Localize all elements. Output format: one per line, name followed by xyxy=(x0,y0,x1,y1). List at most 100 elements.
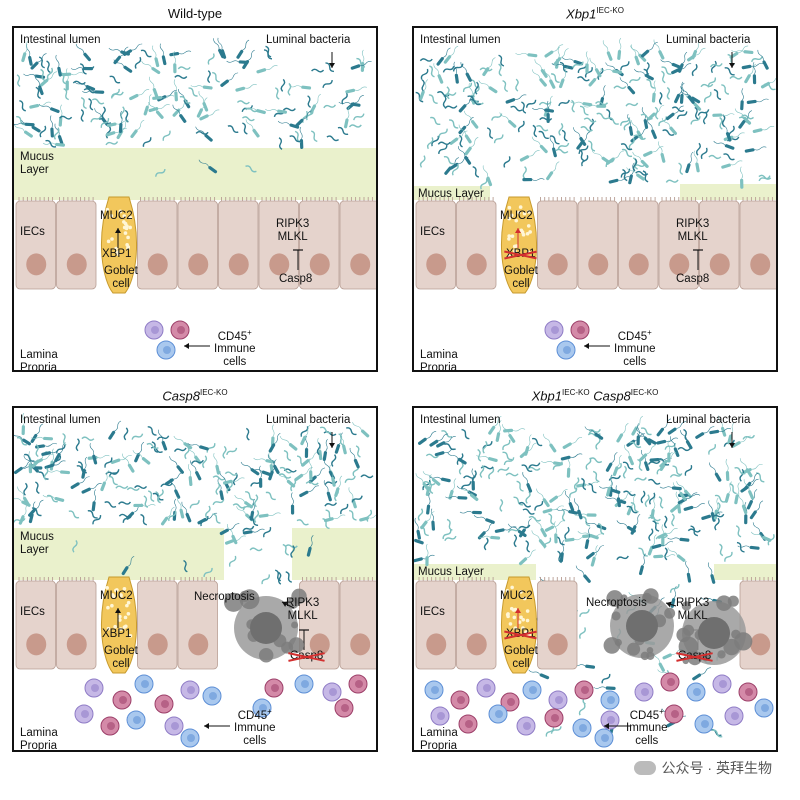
bacterium xyxy=(420,58,432,63)
bacterium xyxy=(112,91,124,99)
mucin-granule xyxy=(526,619,530,623)
bacterium-spiral xyxy=(579,627,586,639)
bacterium xyxy=(545,726,554,738)
bacterium xyxy=(168,455,184,474)
bacterium-flagellum xyxy=(589,57,597,68)
bacterium-spiral xyxy=(696,143,700,155)
bacterium xyxy=(522,178,544,181)
bacterium-flagellum xyxy=(636,416,644,427)
bacterium xyxy=(692,64,698,76)
mucin-granule xyxy=(118,618,122,622)
bacterium xyxy=(283,450,292,461)
bacterium-rod xyxy=(28,56,33,66)
bacterium-rod xyxy=(505,98,515,104)
bacterium xyxy=(240,461,260,476)
bacterium-spiral xyxy=(708,443,717,455)
bacterium-flagellum xyxy=(177,497,182,509)
bacterium xyxy=(645,495,649,507)
bacterium xyxy=(478,79,498,94)
bacterium-spiral xyxy=(751,55,763,63)
bacterium xyxy=(614,85,626,90)
bacterium xyxy=(361,474,373,478)
bacterium xyxy=(80,109,85,121)
necrotic-debris xyxy=(641,652,649,660)
bacterium-spiral xyxy=(578,149,586,161)
bacterium xyxy=(438,128,448,139)
bacterium-spiral xyxy=(549,135,560,145)
mucin-granule xyxy=(126,236,130,240)
bacterium xyxy=(445,87,450,99)
bacterium-rod xyxy=(605,462,613,472)
bacterium-spiral xyxy=(620,60,630,71)
bacterium-flagellum xyxy=(561,540,564,552)
bacterium xyxy=(287,83,291,95)
bacterium xyxy=(207,71,211,83)
immune-cell-nucleus xyxy=(483,684,491,692)
bacterium-spiral xyxy=(638,547,649,557)
bacterium-rod xyxy=(23,130,33,138)
bacterium-spiral xyxy=(16,74,22,86)
goblet-label: Gobletcell xyxy=(504,645,538,670)
bacterium-rod xyxy=(225,539,235,545)
bacterium-spiral xyxy=(592,471,601,483)
bacterium xyxy=(735,525,743,537)
bacterium xyxy=(89,443,98,465)
bacterium xyxy=(203,456,207,468)
bacterium xyxy=(124,428,128,440)
cell-nucleus xyxy=(548,253,568,275)
bacterium xyxy=(607,117,619,125)
bacterium-flagellum xyxy=(90,483,102,490)
bacterium xyxy=(721,160,743,170)
bacterium xyxy=(325,501,337,507)
bacterium-spiral xyxy=(590,457,602,462)
bacterium xyxy=(657,141,665,163)
bacterium-spiral xyxy=(355,445,362,457)
bacterium-rod xyxy=(81,487,91,494)
bacterium xyxy=(16,74,22,86)
bacterium-spiral xyxy=(648,479,660,485)
bacterium xyxy=(445,104,457,110)
bacterium-rod xyxy=(55,143,65,147)
bacterium-rod xyxy=(629,126,634,136)
bacterium-rod xyxy=(256,109,266,115)
bacterium-flagellum xyxy=(169,456,178,467)
bacterium-rod xyxy=(326,491,332,501)
bacterium-spiral xyxy=(82,437,94,440)
lumen-label: Intestinal lumen xyxy=(420,34,501,47)
bacterium xyxy=(660,485,682,490)
bacterium xyxy=(265,491,277,500)
bacterium-rod xyxy=(449,137,459,146)
bacterium xyxy=(345,86,367,94)
bacterium-rod xyxy=(562,442,572,450)
bacterium xyxy=(670,472,682,479)
bacterium-rod xyxy=(169,52,179,57)
bacterium-spiral xyxy=(127,487,139,491)
bacterium-flagellum xyxy=(722,121,728,133)
bacterium-flagellum xyxy=(174,79,177,91)
bacterium-spiral xyxy=(45,61,52,73)
bacterium-rod xyxy=(639,565,645,575)
bacterium-rod xyxy=(494,528,504,533)
bacterium-rod xyxy=(100,481,107,491)
bacterium-spiral xyxy=(539,100,551,106)
bacterium xyxy=(236,39,251,59)
bacterium-rod xyxy=(508,433,516,443)
bacterium-rod xyxy=(712,113,722,117)
bacterium-spiral xyxy=(80,109,85,121)
bacterium-spiral xyxy=(44,468,48,480)
bacterium-flagellum xyxy=(116,120,128,124)
bacterium-spiral xyxy=(534,500,544,511)
cell-nucleus xyxy=(188,633,208,655)
bacterium-rod xyxy=(458,104,467,114)
bacterium xyxy=(38,103,60,114)
bacterium-flagellum xyxy=(602,40,608,52)
bacterium-rod xyxy=(464,155,472,165)
bacterium xyxy=(484,538,488,550)
cell-nucleus xyxy=(26,633,46,655)
bacterium-rod xyxy=(643,150,653,157)
bacterium-spiral xyxy=(106,140,118,146)
bacterium xyxy=(143,94,153,116)
epithelial-cell xyxy=(457,201,497,289)
bacterium-flagellum xyxy=(50,116,53,128)
bacterium-rod xyxy=(14,466,23,474)
